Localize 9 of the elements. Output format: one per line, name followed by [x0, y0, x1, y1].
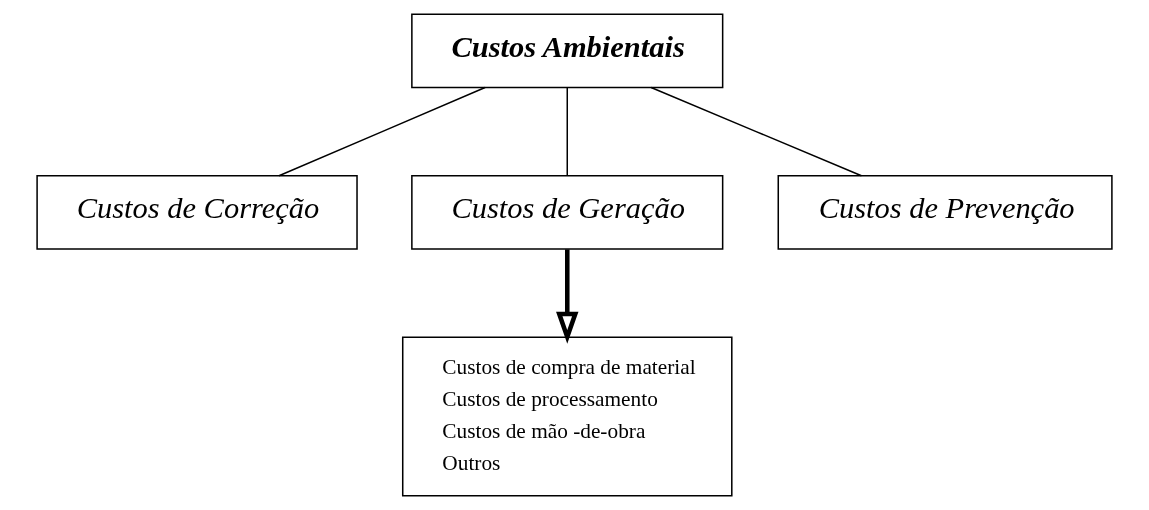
node-box: Custos de Correção: [36, 175, 358, 250]
node-box: Custos de Prevenção: [777, 175, 1113, 250]
node-box: Custos de Geração: [411, 175, 724, 250]
arrow: [556, 249, 579, 344]
connector: [278, 86, 486, 177]
node-box: Custos de compra de material Custos de processamento Custos de mão -de-obra Outros: [401, 336, 733, 497]
node-box: Custos Ambientais: [411, 13, 724, 89]
connector: [650, 86, 863, 177]
connector: [566, 86, 568, 177]
